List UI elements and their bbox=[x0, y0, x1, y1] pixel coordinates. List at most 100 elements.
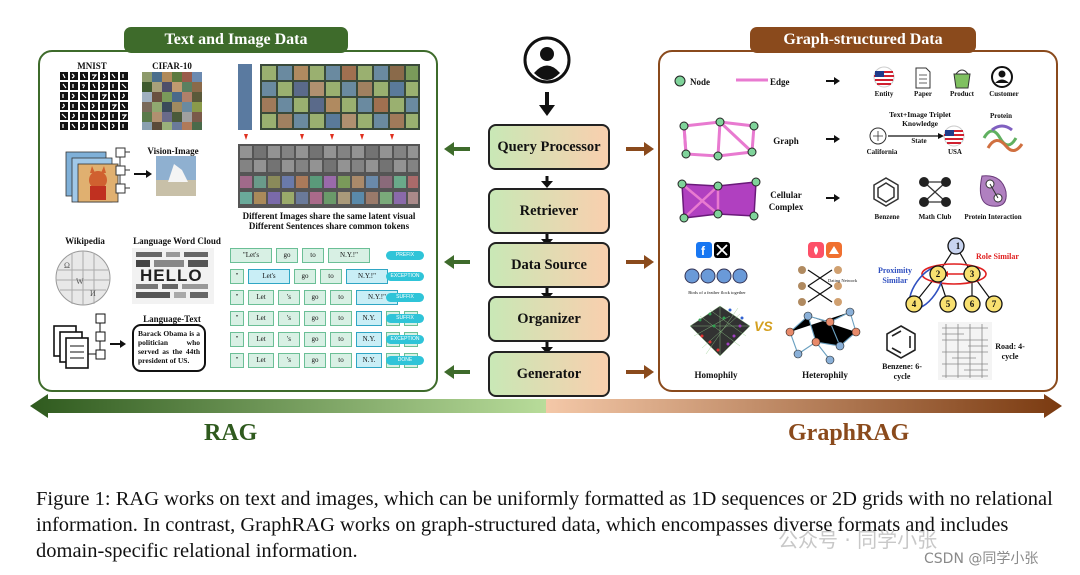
graphrag-label: GraphRAG bbox=[788, 420, 910, 446]
word-cloud: HELLO bbox=[132, 248, 214, 304]
arrow-to-graphrag-2 bbox=[626, 260, 644, 264]
svg-text:Ω: Ω bbox=[64, 261, 70, 270]
role-similar-outline bbox=[921, 263, 987, 285]
token-tag: SUFFIX bbox=[386, 293, 424, 302]
tree-node-label-6: 6 bbox=[969, 299, 975, 309]
vision-image-graphic bbox=[65, 147, 196, 203]
arrow-to-rag-head-2 bbox=[444, 255, 454, 269]
arrow-to-graphrag-1 bbox=[626, 147, 644, 151]
token-tag: SUFFIX bbox=[386, 314, 424, 323]
triplet-state: State bbox=[911, 137, 927, 145]
token-cell: to bbox=[330, 353, 352, 368]
similarity-tree bbox=[905, 237, 1003, 313]
svg-text:f: f bbox=[701, 244, 706, 258]
social-icons: f bbox=[696, 242, 730, 258]
common-tokens-caption: Different Sentences share common tokens bbox=[248, 221, 410, 231]
mnist-digits-image bbox=[60, 72, 130, 132]
arrow-to-rag-head-1 bbox=[444, 142, 454, 156]
vs-label: VS bbox=[754, 318, 773, 334]
token-cell: N.Y. bbox=[356, 353, 382, 368]
benzene-cycle-label: Benzene: 6-cycle bbox=[882, 362, 922, 381]
triplet-graphic bbox=[869, 125, 965, 147]
token-tag: EXCEPTION bbox=[386, 335, 424, 344]
pipeline-down-arrow-1 bbox=[541, 176, 553, 188]
node-edge-legend bbox=[674, 75, 768, 87]
token-cell: go bbox=[276, 248, 298, 263]
row-arrows bbox=[826, 77, 840, 202]
protein-label: Protein bbox=[989, 112, 1013, 120]
pipeline-down-arrow-4 bbox=[541, 342, 553, 354]
mnist-label: MNIST bbox=[77, 61, 107, 71]
edge-label: Edge bbox=[770, 77, 790, 87]
graph-structured-title: Graph-structured Data bbox=[750, 27, 976, 53]
arrow-to-graphrag-head-3 bbox=[644, 365, 654, 379]
math-club-icon bbox=[919, 177, 951, 207]
triplet-label: Text+Image Triplet Knowledge bbox=[889, 110, 951, 128]
user-avatar bbox=[523, 36, 571, 84]
paper-label: Paper bbox=[914, 90, 932, 98]
document-stack bbox=[52, 312, 132, 370]
node-label: Node bbox=[690, 77, 710, 87]
birds-group bbox=[684, 268, 748, 284]
tree-node-3 bbox=[963, 265, 981, 283]
pipeline-step-retriever: Retriever bbox=[488, 188, 610, 234]
product-label: Product bbox=[950, 90, 974, 98]
token-cell: " bbox=[230, 290, 244, 305]
proximity-similar-label: Proximity Similar bbox=[877, 266, 913, 285]
token-cell: N.Y.!" bbox=[346, 269, 388, 284]
left-arrows bbox=[444, 142, 470, 379]
language-text-body: Barack Obama is a politician who served … bbox=[138, 329, 200, 365]
tree-node-label-3: 3 bbox=[969, 269, 975, 279]
protein-structure bbox=[982, 124, 1024, 152]
road-cycle-label: Road: 4-cycle bbox=[995, 342, 1025, 361]
arrow-to-graphrag-3 bbox=[626, 370, 644, 374]
latent-visual-graphic bbox=[238, 64, 420, 208]
right-arrows bbox=[626, 142, 654, 379]
usa-flag-icon bbox=[943, 125, 965, 147]
text-image-title: Text and Image Data bbox=[124, 27, 348, 53]
pipeline-step-query-processor: Query Processor bbox=[488, 124, 610, 170]
token-cell: to bbox=[330, 290, 352, 305]
token-cell: " bbox=[230, 311, 244, 326]
token-cell: to bbox=[302, 248, 324, 263]
arrow-to-rag-3 bbox=[452, 370, 470, 374]
mnist-grid bbox=[60, 72, 130, 132]
token-cell: N.Y. bbox=[356, 311, 382, 326]
tree-node-label-1: 1 bbox=[955, 241, 961, 251]
token-cell: "Let's bbox=[230, 248, 272, 263]
dating-network bbox=[798, 266, 842, 306]
benzene-molecule bbox=[886, 325, 916, 359]
tree-node-2 bbox=[929, 265, 947, 283]
benzene-icon bbox=[873, 177, 899, 207]
protein-interaction-label: Protein Interaction bbox=[964, 213, 1022, 221]
graph-label: Graph bbox=[773, 136, 799, 146]
complex-icons bbox=[873, 175, 1007, 207]
entity-icons bbox=[873, 66, 1013, 89]
homophily-network bbox=[689, 305, 751, 357]
token-cell: go bbox=[304, 311, 326, 326]
arrow-to-graphrag-head-1 bbox=[644, 142, 654, 156]
graph-example bbox=[679, 117, 759, 161]
heterophily-network bbox=[785, 307, 861, 365]
token-cell: Let bbox=[248, 332, 274, 347]
node-symbol bbox=[674, 75, 686, 87]
tree-node-label-7: 7 bbox=[991, 299, 997, 309]
word-cloud-hello: HELLO bbox=[140, 266, 203, 285]
pipeline-step-organizer: Organizer bbox=[488, 296, 610, 342]
token-cell: go bbox=[294, 269, 316, 284]
word-cloud-graphic bbox=[136, 252, 208, 298]
cellular-complex-example bbox=[677, 177, 761, 223]
user-icon bbox=[523, 36, 571, 84]
token-cell: Let bbox=[248, 290, 274, 305]
token-cell: Let bbox=[248, 353, 274, 368]
token-cell: N.Y. bbox=[356, 332, 382, 347]
token-cell: go bbox=[304, 353, 326, 368]
vision-image-label: Vision-Image bbox=[147, 146, 199, 156]
token-tag: EXCEPTION bbox=[386, 272, 424, 281]
figure-caption: Figure 1: RAG works on text and images, … bbox=[36, 488, 1053, 562]
token-tag: DONE bbox=[386, 356, 424, 365]
flag-icon bbox=[873, 66, 895, 88]
token-cell: " bbox=[230, 332, 244, 347]
cifar-grid bbox=[142, 72, 202, 130]
customer-label: Customer bbox=[989, 90, 1019, 98]
